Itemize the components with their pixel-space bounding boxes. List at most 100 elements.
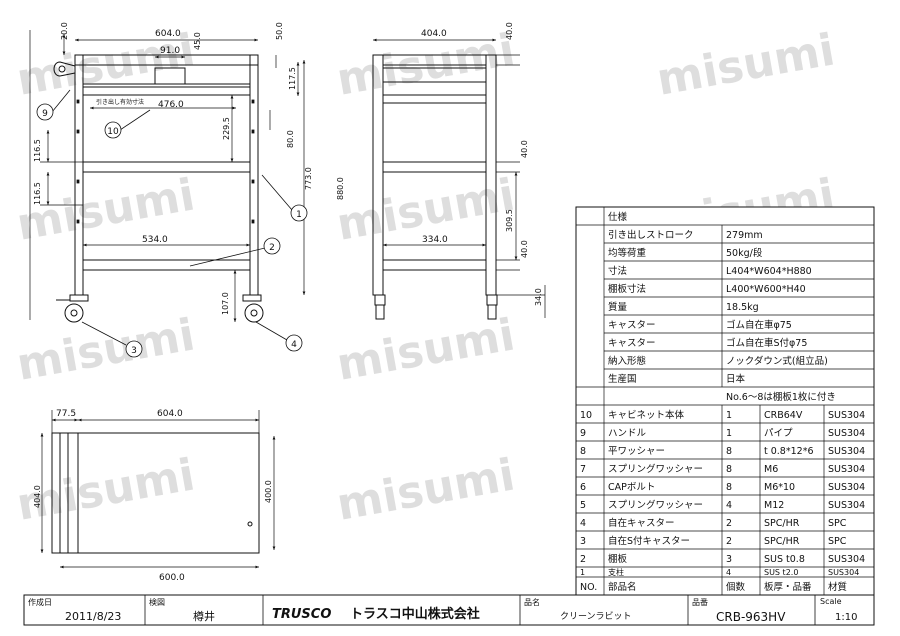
part-spec: CRB64V	[764, 410, 803, 421]
product-name: クリーンラビット	[560, 611, 632, 622]
dim-width: 604.0	[155, 29, 181, 39]
spec-value: 18.5kg	[726, 302, 759, 313]
spec-label: 納入形態	[608, 355, 646, 367]
part-spec: t 0.8*12*6	[764, 446, 814, 457]
dim-117-5: 117.5	[288, 67, 297, 90]
title-block: 作成日 検図 品名 品番 Scale 2011/8/23 樽井 TRUSCO ト…	[23, 594, 875, 626]
dim-50: 50.0	[275, 22, 284, 40]
scale-value: 1:10	[835, 612, 857, 623]
part-no: 8	[580, 446, 586, 457]
part-spec: M6	[764, 464, 778, 475]
part-spec: M12	[764, 500, 784, 511]
spec-label: 生産国	[608, 373, 637, 385]
watermark-text: misumi	[13, 309, 199, 390]
spec-title: 仕様	[608, 211, 628, 223]
created-date: 2011/8/23	[65, 610, 121, 623]
dim-476: 476.0	[158, 100, 184, 110]
callout-4: 4	[291, 340, 297, 350]
part-spec: SUS t2.0	[764, 568, 798, 577]
spec-label: 棚板寸法	[608, 283, 646, 295]
drawer-label: 引き出し有効寸法	[96, 98, 144, 106]
part-qty: 8	[726, 482, 732, 493]
part-qty: 1	[726, 410, 732, 421]
spec-value: 日本	[726, 373, 746, 385]
plan-view	[51, 432, 260, 554]
dim-773: 773.0	[304, 167, 313, 190]
side-view-dim-text: 404.0 40.0 40.0 309.5 40.0 34.0 334.0	[421, 22, 543, 306]
spec-label: 均等荷重	[608, 247, 647, 259]
spec-value: L400*W600*H40	[726, 284, 806, 295]
part-name: スプリングワッシャー	[608, 499, 703, 511]
plan-dim-600: 600.0	[159, 573, 185, 583]
side-dim-404: 404.0	[421, 29, 447, 39]
callout-labels: 9 10 1 2 3 4	[42, 109, 302, 356]
callout-3: 3	[131, 346, 137, 356]
spec-label: 引き出しストローク	[608, 229, 694, 241]
side-dim-40a: 40.0	[505, 22, 514, 40]
side-dim-334: 334.0	[422, 235, 448, 245]
spec-label: 質量	[608, 301, 628, 313]
part-name: CAPボルト	[608, 482, 655, 493]
callout-1: 1	[296, 210, 302, 220]
part-qty: 1	[726, 428, 732, 439]
spec-value: 50kg/段	[726, 247, 763, 259]
part-name: ハンドル	[608, 428, 647, 439]
side-dim-34: 34.0	[534, 288, 543, 306]
side-dim-309-5: 309.5	[505, 209, 514, 232]
dim-45: 45.0	[193, 32, 202, 50]
callout-10: 10	[107, 127, 119, 137]
checked-by: 樽井	[193, 609, 215, 623]
dim-116-5b: 116.5	[33, 182, 42, 205]
created-label: 作成日	[28, 597, 52, 607]
part-name: キャビネット本体	[608, 409, 685, 421]
watermark-text: misumi	[333, 309, 519, 390]
part-material: SUS304	[828, 428, 865, 439]
part-name: 自在キャスター	[608, 517, 675, 529]
spec-value: ゴム自在車S付φ75	[726, 337, 807, 349]
part-qty: 4	[726, 500, 732, 511]
parts-header-no: NO.	[580, 582, 597, 593]
side-dim-40c: 40.0	[520, 240, 529, 258]
side-dim-40b: 40.0	[520, 140, 529, 158]
side-view	[372, 54, 498, 320]
parts-header-name: 部品名	[608, 581, 637, 593]
part-material: SUS304	[828, 554, 865, 565]
dim-107: 107.0	[221, 292, 230, 315]
watermark-text: misumi	[333, 449, 519, 530]
callouts	[36, 89, 308, 358]
part-no: 4	[580, 518, 586, 529]
part-material: SUS304	[828, 500, 865, 511]
part-name: 平ワッシャー	[608, 446, 665, 457]
part-no: 7	[580, 464, 586, 475]
partno-label: 品番	[692, 597, 708, 607]
brand-logo: TRUSCO	[272, 607, 331, 622]
dim-534: 534.0	[142, 235, 168, 245]
dim-116-5a: 116.5	[33, 139, 42, 162]
front-view-dimensions	[29, 30, 306, 322]
checked-label: 検図	[149, 597, 165, 607]
plan-dim-604: 604.0	[157, 409, 183, 419]
part-name: 自在S付キャスター	[608, 535, 690, 547]
part-no: 1	[580, 568, 585, 577]
side-view-dimensions	[373, 38, 546, 318]
part-number: CRB-963HV	[716, 610, 786, 624]
scale-label: Scale	[820, 597, 842, 606]
part-qty: 2	[726, 518, 732, 529]
dim-91: 91.0	[160, 46, 180, 56]
part-material: SPC	[828, 536, 847, 547]
part-no: 3	[580, 536, 586, 547]
company-name: トラスコ中山株式会社	[350, 606, 480, 622]
part-name: 棚板	[608, 553, 628, 565]
parts-header-material: 材質	[828, 581, 847, 593]
plan-view-dimensions	[40, 410, 276, 569]
product-label: 品名	[524, 597, 540, 607]
dim-229-5: 229.5	[222, 117, 231, 140]
part-no: 6	[580, 482, 586, 493]
spec-value: 279mm	[726, 230, 763, 241]
part-qty: 4	[726, 568, 731, 577]
front-view	[53, 54, 264, 323]
part-spec: パイプ	[764, 428, 793, 439]
part-material: SUS304	[828, 464, 865, 475]
part-material: SPC	[828, 518, 847, 529]
